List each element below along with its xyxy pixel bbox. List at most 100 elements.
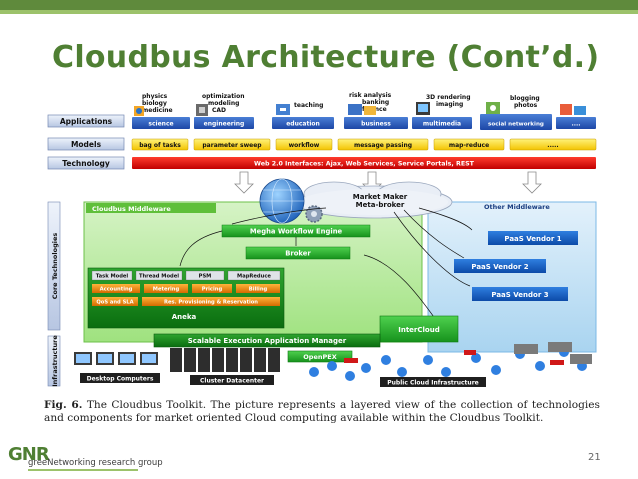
gnr-logo: GNR greeNetworking research group: [8, 444, 208, 474]
desktop-label-bg: [80, 373, 160, 383]
logo-text: greeNetworking research group: [28, 458, 163, 468]
multimedia-icon: [416, 102, 430, 115]
aneka-row3-item: QoS and SLA: [96, 300, 133, 306]
aneka-row1: Task Model Thread Model PSM MapReduce: [91, 270, 281, 281]
public-cloud-icon: [309, 342, 592, 381]
layer-applications: Applications: [60, 117, 113, 126]
openpex-label: OpenPEX: [303, 353, 336, 361]
side-labels: Core Technologies Infrastructure: [47, 201, 61, 387]
aneka-row2: Accounting Metering Pricing Billing: [92, 284, 280, 293]
model-item: bag of tasks: [139, 142, 181, 149]
app-item: science: [148, 121, 173, 128]
globe-icon: [259, 178, 305, 224]
model-item: map-reduce: [449, 142, 489, 149]
app-top-label: blogging: [510, 95, 540, 102]
paas-vendor: PaaS Vendor 2: [471, 263, 528, 271]
cloudbus-middleware-title: Cloudbus Middleware: [92, 205, 171, 213]
market-maker-cloud: Market Maker Meta-broker: [295, 181, 453, 219]
intercloud-box: [379, 315, 459, 343]
app-top-label: biology: [142, 100, 167, 107]
broker-label: Broker: [285, 250, 311, 258]
market-maker-label: Market Maker: [353, 193, 408, 201]
public-cloud-label: Public Cloud Infrastructure: [387, 380, 478, 387]
logo-underline: [28, 469, 138, 471]
app-item: multimedia: [423, 121, 461, 128]
paas-vendors: PaaS Vendor 1 PaaS Vendor 2 PaaS Vendor …: [454, 231, 578, 301]
core-technologies-label: Core Technologies: [51, 233, 59, 300]
app-top-label: photos: [514, 102, 538, 109]
model-item: workflow: [289, 142, 320, 149]
app-top-label: teaching: [294, 102, 323, 109]
applications-row: science engineering education business m…: [132, 114, 596, 130]
app-item: engineering: [204, 121, 245, 128]
caption-label: Fig. 6.: [44, 399, 83, 411]
aneka-row2-item: Billing: [249, 287, 268, 293]
logo-mark: GNR: [8, 444, 50, 465]
layer-technology: Technology: [62, 159, 110, 168]
layer-models: Models: [71, 140, 102, 149]
application-icons: [134, 102, 586, 116]
engineering-icon: [196, 104, 208, 116]
aneka-row2-item: Pricing: [202, 287, 223, 293]
workflow-engine-label: Megha Workflow Engine: [250, 228, 343, 236]
app-item: ....: [571, 121, 580, 128]
paas-vendor: PaaS Vendor 1: [504, 235, 561, 243]
model-item: message passing: [354, 142, 412, 149]
broker-box: [245, 246, 351, 260]
seam-box: [153, 333, 381, 348]
app-top-label: banking: [362, 99, 389, 106]
figure-caption: Fig. 6. The Cloudbus Toolkit. The pictur…: [44, 399, 600, 425]
app-top-label: CAD: [212, 107, 226, 114]
education-icon: [276, 104, 290, 115]
layer-labels: Applications Models Technology: [47, 114, 125, 170]
aneka-row2-item: Metering: [153, 287, 180, 293]
aneka-row3-item: Res. Provisioning & Reservation: [164, 300, 258, 306]
app-top-label: modeling: [208, 100, 239, 107]
aneka-label: Aneka: [172, 313, 197, 321]
top-bar-accent: [0, 10, 638, 14]
page-number: 21: [588, 452, 601, 463]
connector-arrows: [179, 207, 473, 337]
science-icon: [134, 106, 144, 116]
social-networking-icon: [486, 102, 500, 114]
cluster-label-bg: [190, 375, 274, 385]
app-item: education: [286, 121, 320, 128]
model-item: parameter sweep: [202, 142, 262, 149]
cluster-datacenter-icon: [170, 348, 280, 372]
caption-text: The Cloudbus Toolkit. The picture repres…: [44, 399, 600, 424]
cluster-label: Cluster Datacenter: [200, 378, 264, 385]
intercloud-label: InterCloud: [398, 326, 439, 334]
app-top-label: optimization: [202, 93, 245, 100]
aneka-row2-item: Accounting: [100, 287, 133, 293]
desktop-computers-icon: [74, 352, 158, 365]
meta-broker-label: Meta-broker: [356, 201, 405, 209]
paas-vendor: PaaS Vendor 3: [491, 291, 548, 299]
infrastructure-label: Infrastructure: [51, 335, 59, 387]
public-cloud-label-bg: [380, 377, 486, 387]
cloudbus-toolkit-figure: physics biology medicine optimization mo…: [47, 92, 597, 387]
other-middleware-title: Other Middleware: [484, 203, 550, 211]
aneka-row3: QoS and SLA Res. Provisioning & Reservat…: [92, 297, 280, 306]
model-item: .....: [547, 142, 558, 149]
gear-icon: [305, 205, 323, 223]
app-item: business: [361, 121, 391, 128]
desktop-label: Desktop Computers: [87, 376, 154, 383]
app-top-label: imaging: [436, 101, 463, 108]
openpex-box: [287, 350, 353, 363]
app-item: social networking: [488, 122, 544, 128]
cloudbus-middleware-title-bg: [86, 203, 216, 213]
app-top-label: physics: [142, 93, 168, 100]
top-bar: [0, 0, 638, 10]
business-icon: [348, 104, 376, 115]
seam-label: Scalable Execution Application Manager: [188, 337, 347, 345]
aneka-row1-item: MapReduce: [237, 274, 271, 280]
models-row: bag of tasks parameter sweep workflow me…: [131, 138, 597, 151]
aneka-row1-item: PSM: [199, 274, 212, 280]
app-top-label: 3D rendering: [426, 94, 471, 101]
technology-bar: [132, 157, 596, 169]
technology-bar-label: Web 2.0 Interfaces: Ajax, Web Services, …: [254, 161, 475, 168]
app-top-label: risk analysis: [349, 92, 392, 99]
aneka-row1-item: Thread Model: [139, 274, 179, 280]
aneka-row1-item: Task Model: [96, 274, 129, 280]
